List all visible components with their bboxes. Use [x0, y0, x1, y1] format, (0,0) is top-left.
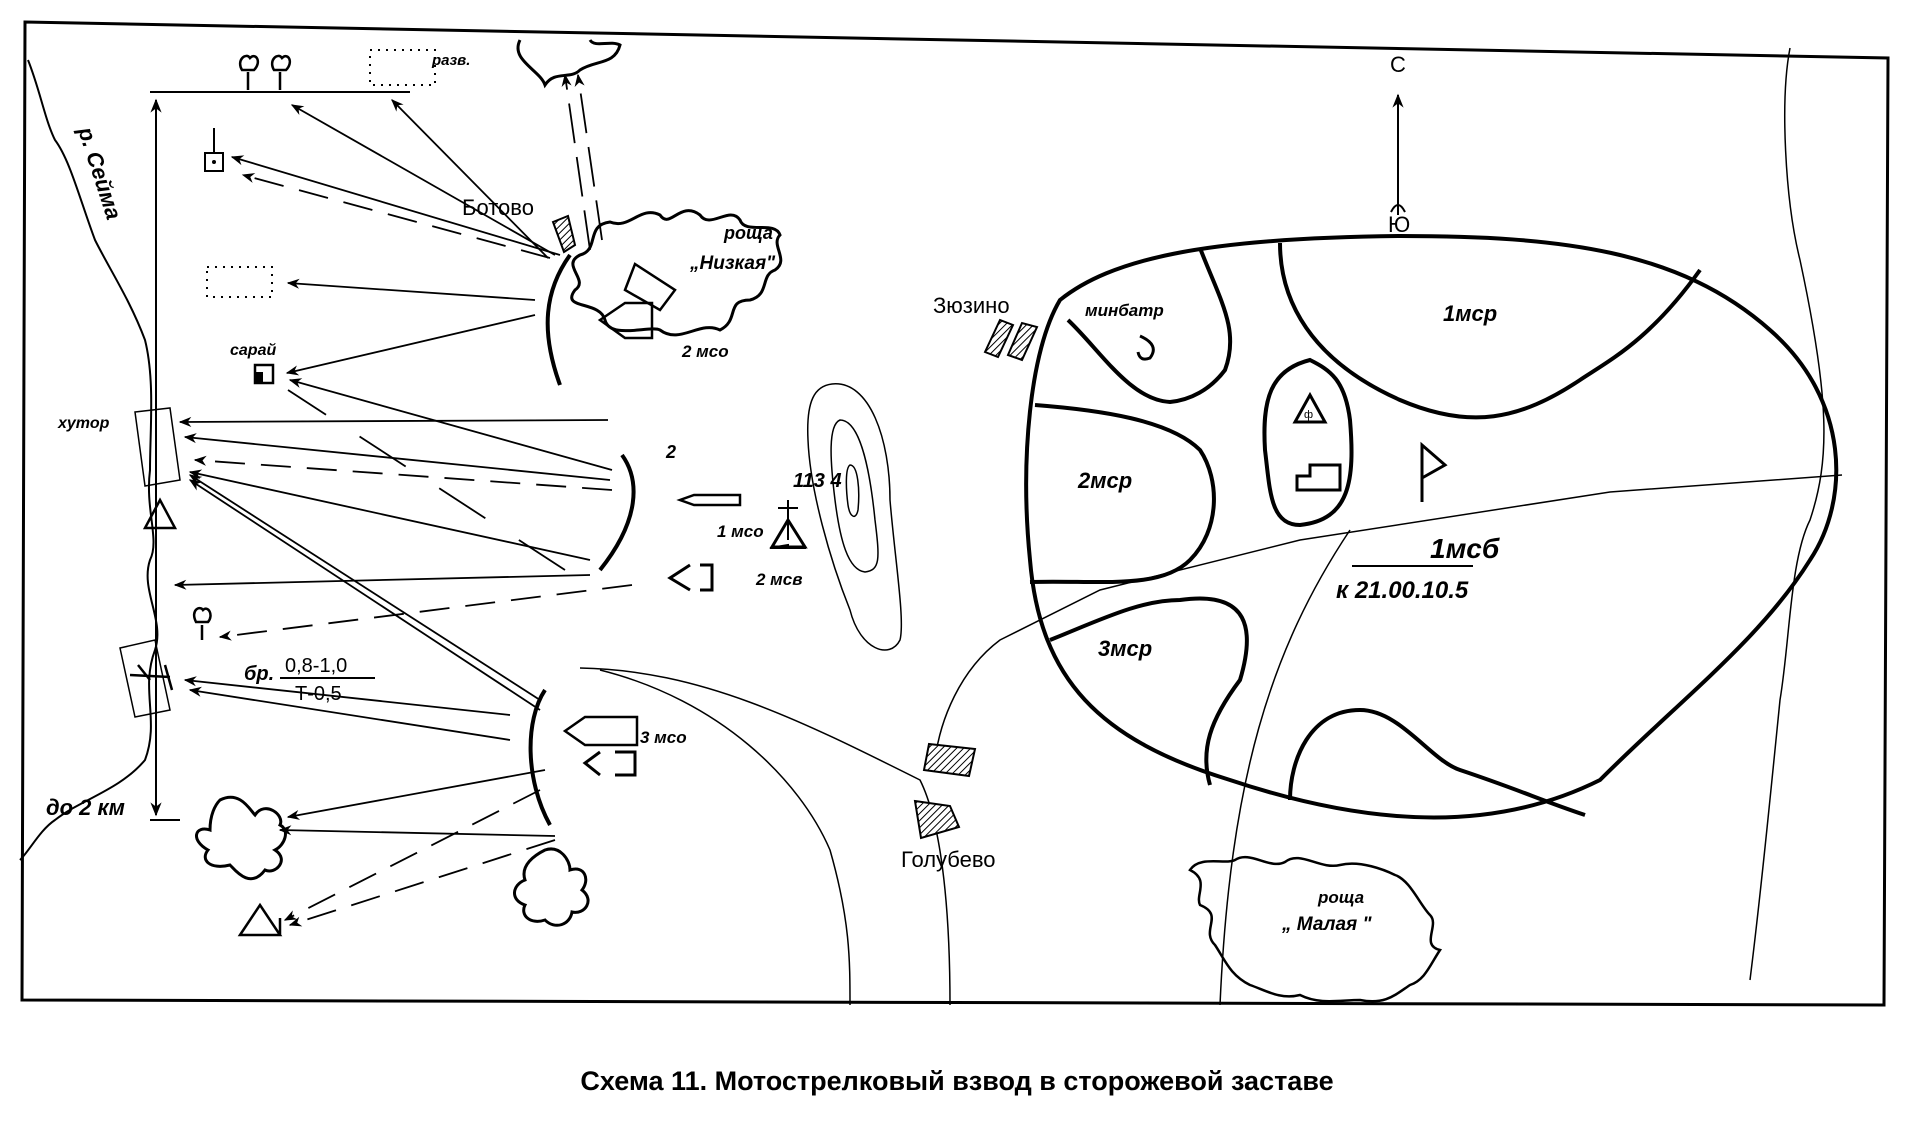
house-icon	[237, 902, 283, 937]
road-left-curve	[599, 669, 851, 1006]
grove-top-icon	[516, 38, 622, 89]
map-frame	[20, 20, 1890, 1007]
grove-malaya-line1: роща	[1317, 888, 1364, 907]
trench-line-3	[528, 688, 552, 826]
battalion-time: к 21.00.10.5	[1336, 577, 1469, 604]
golubevo-icon	[913, 742, 977, 840]
zyuzino-label: Зюзино	[933, 293, 1010, 318]
zyuzino-icon	[983, 318, 1039, 362]
dotted-building-icon	[206, 266, 273, 298]
trench-line-1	[545, 253, 572, 386]
trench-line-2	[598, 453, 636, 572]
unit-1mso: 1 мсо	[717, 522, 764, 541]
battalion-name: 1мсб	[1430, 533, 1500, 564]
distance-label: до 2 км	[46, 795, 125, 820]
farmstead-icon	[134, 407, 181, 530]
compass-north: С	[1390, 52, 1406, 77]
height-contours	[806, 383, 903, 651]
command-flag-icon	[1420, 441, 1448, 502]
grove-lower-center-icon	[513, 847, 590, 927]
tower-icon	[204, 128, 224, 172]
figure-caption: Схема 11. Мотострелковый взвод в стороже…	[580, 1066, 1334, 1096]
razv-label: разв.	[431, 52, 470, 69]
ruins-icon	[369, 49, 436, 86]
trees-icon	[238, 54, 292, 90]
distance-dimension	[150, 91, 410, 821]
grove-nizkaya-line1: роща	[723, 223, 773, 243]
bridge-icon	[119, 639, 174, 718]
shed-icon	[253, 363, 275, 385]
mortar-icon	[1136, 334, 1155, 361]
height-label: 113 4	[793, 470, 842, 492]
ford-numerator: 0,8-1,0	[285, 655, 347, 677]
ford-prefix: бр.	[244, 663, 274, 685]
unit-2msr: 2мср	[1077, 468, 1132, 493]
battalion-area	[1024, 233, 1839, 820]
golubevo-label: Голубево	[901, 847, 996, 872]
unit-1msr: 1мср	[1443, 301, 1497, 326]
compass-arrow-icon	[1390, 93, 1406, 215]
road-horizontal	[934, 474, 1843, 761]
grove-malaya-line2: „ Малая "	[1281, 914, 1372, 935]
unit-3msr: 3мср	[1098, 636, 1152, 661]
shed-label: сарай	[230, 342, 276, 359]
farmstead-label: хутор	[57, 415, 110, 432]
road-right	[1749, 47, 1825, 981]
grove-nizkaya-icon	[570, 209, 783, 337]
post-2: 2	[665, 442, 676, 462]
apc-icon	[582, 563, 714, 777]
medical-point-icon: ф	[1292, 391, 1328, 424]
bmp-icon	[562, 262, 742, 747]
compass-south: Ю	[1388, 212, 1410, 237]
unit-minbatr: минбатр	[1085, 301, 1164, 320]
fire-sectors	[173, 73, 633, 927]
road-golubevo	[579, 667, 951, 1006]
svg-text:ф: ф	[1304, 409, 1313, 421]
unit-2mso: 2 мсо	[681, 342, 729, 361]
hq-vehicle-icon	[1295, 463, 1342, 492]
observation-post-icon	[769, 500, 808, 549]
unit-3mso: 3 мсо	[640, 728, 687, 747]
grove-malaya-icon	[1188, 855, 1443, 1003]
grove-nizkaya-line2: „Низкая"	[689, 253, 776, 274]
road-diagonal	[1219, 529, 1351, 1006]
river-label: р. Сейма	[73, 123, 127, 223]
unit-2msv: 2 мсв	[755, 570, 802, 589]
grove-lower-left-icon	[195, 795, 287, 881]
river-seyma	[19, 59, 159, 861]
botovo-icon	[551, 214, 577, 254]
single-tree-icon	[192, 606, 212, 640]
